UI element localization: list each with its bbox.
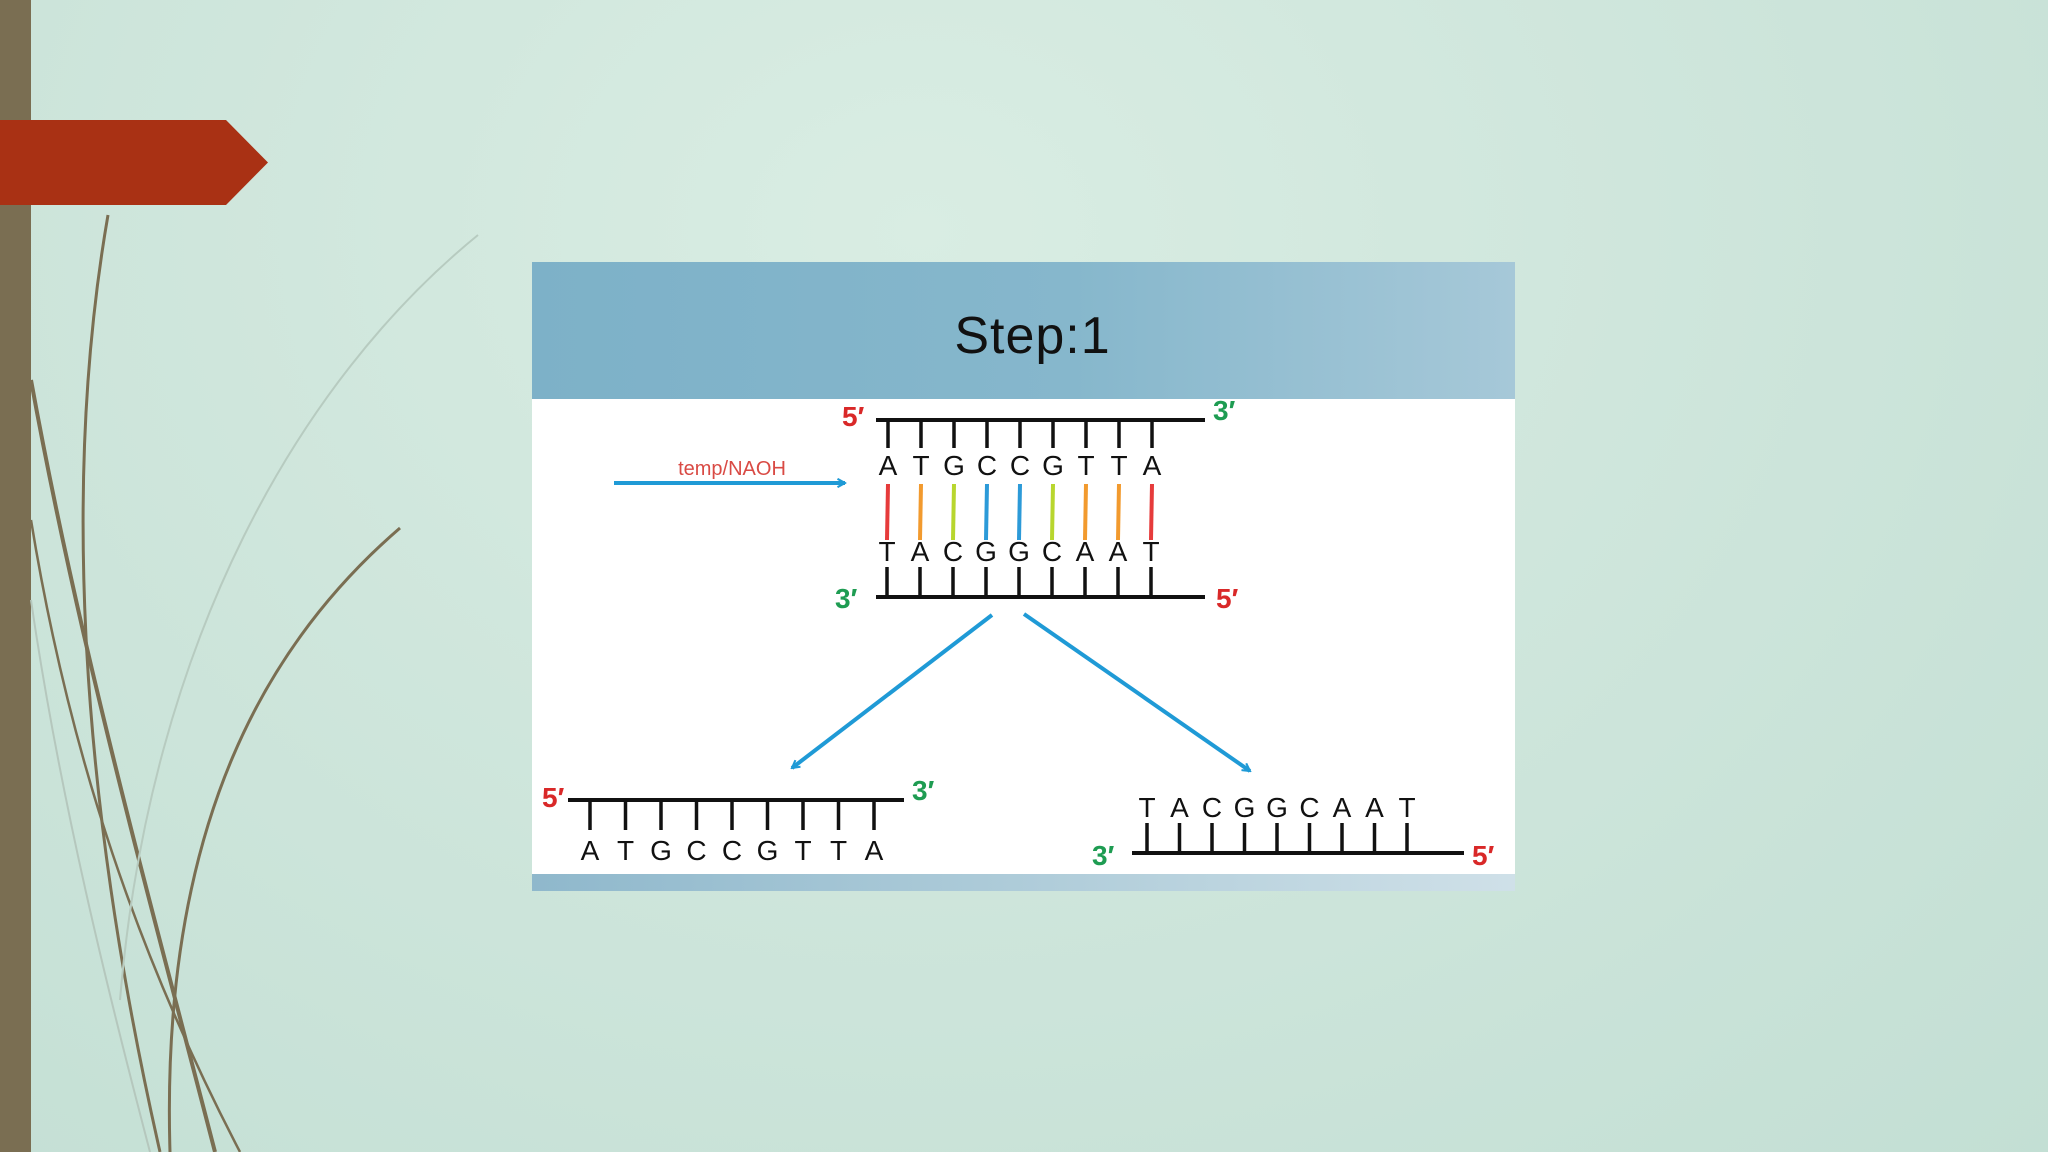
base-pair-bond	[1050, 483, 1055, 541]
left-strand-base: C	[722, 835, 742, 866]
left-strand-base: C	[686, 835, 706, 866]
bottom-strand-base: A	[1076, 536, 1095, 567]
top-strand-base: T	[1110, 450, 1127, 481]
diagram-header	[532, 262, 1515, 399]
left-strand-base: T	[830, 835, 847, 866]
left-strand-base: A	[581, 835, 600, 866]
left-strand-5-prime-label: 5′	[542, 782, 565, 813]
left-strand-base: G	[757, 835, 779, 866]
right-strand-base: C	[1202, 792, 1222, 823]
diagram-title: Step:1	[954, 307, 1111, 365]
diagram-footer-strip	[532, 874, 1515, 891]
top-strand-base: C	[977, 450, 997, 481]
top-strand-base: G	[943, 450, 965, 481]
split-arrow-left	[792, 613, 994, 770]
bottom-strand-base: T	[1142, 536, 1159, 567]
bottom-strand-base: C	[1042, 536, 1062, 567]
left-strand-base: T	[794, 835, 811, 866]
right-strand-base: A	[1333, 792, 1352, 823]
base-pair-bond	[951, 483, 956, 541]
bottom-strand-base: A	[911, 536, 930, 567]
base-pair-bond	[1116, 483, 1121, 541]
base-pair-bond	[1083, 483, 1088, 541]
base-pair-bond	[1017, 483, 1022, 541]
top-strand-base: T	[912, 450, 929, 481]
base-pair-bond	[918, 483, 923, 541]
left-strand-3-prime-label: 3′	[912, 775, 935, 806]
bottom-strand-base: T	[878, 536, 895, 567]
top-strand-base: C	[1010, 450, 1030, 481]
right-strand-base: A	[1365, 792, 1384, 823]
title-tab	[0, 120, 268, 205]
left-strand-base: T	[617, 835, 634, 866]
right-strand-3-prime-label: 3′	[1092, 840, 1115, 871]
bottom-strand-5-prime-label: 5′	[1216, 583, 1239, 614]
base-pair-bond	[885, 483, 890, 541]
decor-curve	[167, 526, 401, 1152]
right-strand-5-prime-label: 5′	[1472, 840, 1495, 871]
top-strand-base: A	[879, 450, 898, 481]
decor-curve	[119, 234, 479, 1001]
treatment-label: temp/NAOH	[678, 458, 786, 480]
bottom-strand-base: C	[943, 536, 963, 567]
right-strand-base: A	[1170, 792, 1189, 823]
base-pair-bond	[1149, 483, 1154, 541]
bottom-strand-3-prime-label: 3′	[835, 583, 858, 614]
base-pair-bond	[984, 483, 989, 541]
top-strand-base: A	[1143, 450, 1162, 481]
right-strand-base: G	[1234, 792, 1256, 823]
decor-curve	[30, 599, 151, 1152]
top-strand-base: G	[1042, 450, 1064, 481]
right-strand-base: G	[1266, 792, 1288, 823]
bottom-strand-base: A	[1109, 536, 1128, 567]
left-strand-base: G	[650, 835, 672, 866]
split-arrow-right	[1022, 612, 1250, 773]
right-strand-base: C	[1299, 792, 1319, 823]
decor-curve	[29, 519, 242, 1152]
right-strand-base: T	[1398, 792, 1415, 823]
top-strand-3-prime-label: 3′	[1213, 395, 1236, 426]
left-strand-base: A	[865, 835, 884, 866]
right-strand-base: T	[1138, 792, 1155, 823]
top-strand-5-prime-label: 5′	[842, 401, 865, 432]
bottom-strand-base: G	[1008, 536, 1030, 567]
top-strand-base: T	[1077, 450, 1094, 481]
bottom-strand-base: G	[975, 536, 997, 567]
